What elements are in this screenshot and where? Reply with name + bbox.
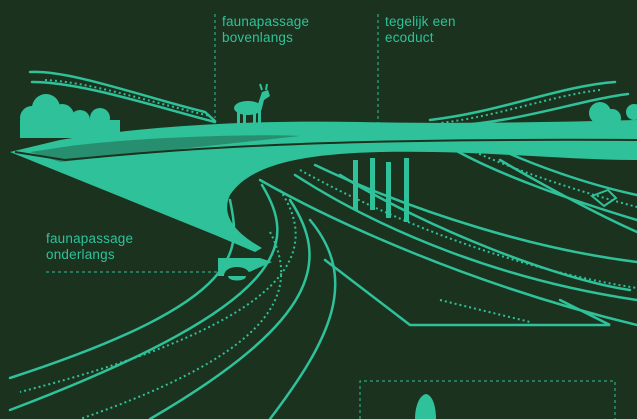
label-ecoduct-line2: ecoduct	[385, 30, 456, 46]
curve-road-2	[10, 185, 277, 410]
label-overpass: faunapassage bovenlangs	[222, 14, 309, 46]
curve-road-4	[270, 220, 335, 419]
road-plate	[325, 260, 610, 325]
label-overpass-line1: faunapassage	[222, 14, 309, 30]
lane-right-3	[500, 160, 637, 232]
label-underpass-line2: onderlangs	[46, 247, 133, 263]
label-ecoduct: tegelijk een ecoduct	[385, 14, 456, 46]
label-ecoduct-line1: tegelijk een	[385, 14, 456, 30]
label-overpass-line2: bovenlangs	[222, 30, 309, 46]
lane-main-4	[340, 175, 630, 290]
label-underpass-line1: faunapassage	[46, 231, 133, 247]
culvert-icon	[592, 190, 616, 206]
deer-icon	[234, 84, 270, 124]
rabbit-icon	[415, 394, 436, 419]
label-underpass: faunapassage onderlangs	[46, 231, 133, 263]
tree-icon	[20, 94, 120, 138]
info-box	[360, 381, 615, 419]
